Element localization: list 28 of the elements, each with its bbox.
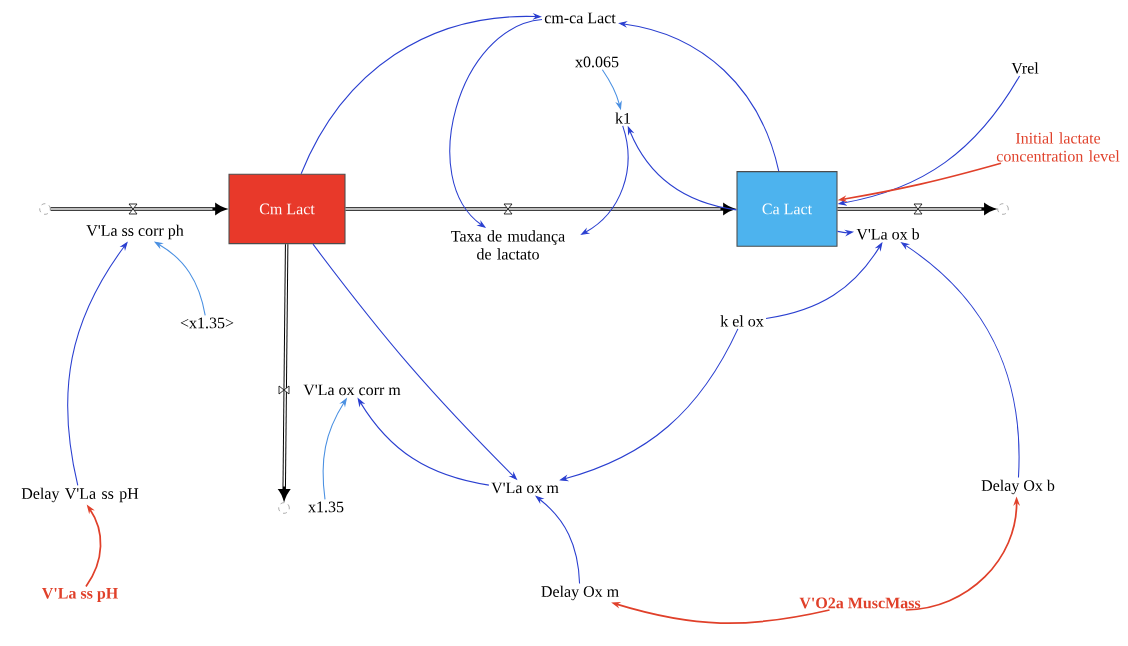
variable-label: x0.065	[575, 56, 619, 68]
annotation-text: Initial lactate concentration level	[996, 132, 1120, 162]
cloud-symbol	[278, 502, 290, 514]
flow-pipe	[836, 203, 995, 215]
variable-label: k el ox	[720, 315, 764, 327]
variable-label: Delay Ox b	[981, 479, 1055, 495]
variable-label: x1.35	[308, 501, 344, 513]
stock-box: Ca Lact	[736, 171, 838, 247]
variable-label: V'La ss corr ph	[86, 224, 184, 240]
variable-label: V'La ox m	[491, 482, 559, 494]
variable-label: Delay Ox m	[541, 585, 619, 601]
cloud-symbol	[39, 203, 51, 215]
cloud-symbol	[997, 203, 1009, 215]
flow-pipe	[49, 203, 226, 215]
variable-label: Taxa de mudança de lactato	[451, 230, 565, 260]
variable-label: V'La ox corr m	[303, 384, 401, 396]
variable-label: Vrel	[1011, 62, 1039, 74]
annotation-text: V'La ss pH	[41, 588, 118, 602]
variable-label: <x1.35>	[180, 317, 234, 329]
flow-pipe	[344, 203, 734, 215]
annotation-text: V'O2a MuscMass	[799, 597, 921, 609]
variable-label: cm-ca Lact	[544, 12, 616, 24]
variable-label: k1	[615, 112, 631, 124]
variable-label: V'La ox b	[856, 228, 920, 240]
stock-box: Cm Lact	[228, 173, 346, 245]
flow-pipe	[278, 243, 290, 500]
variable-label: Delay V'La ss pH	[21, 487, 139, 503]
arrow	[154, 241, 206, 316]
